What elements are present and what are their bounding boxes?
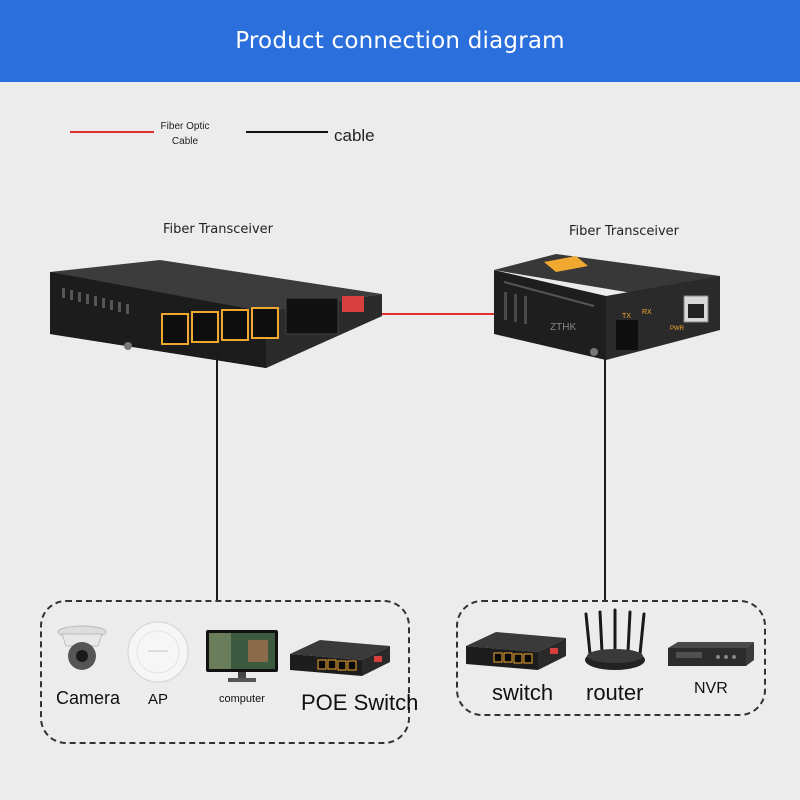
right-cable-line [604, 358, 606, 602]
camera-icon [57, 625, 107, 670]
switch-icon [466, 632, 566, 670]
brand-text: ZTHK [550, 322, 576, 333]
right-transceiver-label: Fiber Transceiver [569, 224, 680, 239]
fiber-link-line [376, 313, 498, 315]
cable-legend-label: cable [334, 126, 375, 145]
access-point-icon [127, 621, 189, 683]
computer-icon [206, 630, 278, 682]
item-label-ap: AP [148, 691, 169, 708]
right-device-group [456, 600, 766, 716]
poe-switch-icon [290, 640, 390, 676]
item-label-router: router [586, 680, 644, 705]
fiber-legend-line [70, 131, 154, 133]
fiber-legend-line1: Fiber Optic [160, 121, 210, 132]
pwr-label: PWR [670, 326, 685, 332]
left-device-group [40, 600, 410, 744]
nvr-icon [668, 642, 754, 666]
fiber-legend-line2: Cable [171, 136, 199, 147]
item-label-computer: computer [219, 693, 265, 705]
header-bar: Product connection diagram [0, 0, 800, 82]
page-title: Product connection diagram [235, 28, 565, 54]
left-transceiver-label: Fiber Transceiver [163, 222, 274, 237]
item-label-poe-switch: POE Switch [301, 690, 419, 715]
router-icon [584, 608, 646, 670]
right-transceiver: ZTHK TX RX PWR [494, 254, 720, 360]
left-cable-line [216, 352, 218, 602]
tx-label: TX [622, 313, 631, 320]
rx-label: RX [642, 309, 652, 316]
item-label-camera: Camera [56, 688, 121, 708]
fiber-legend-label: Fiber Optic Cable [152, 119, 218, 149]
item-label-switch: switch [492, 680, 554, 705]
cable-legend-line [246, 131, 328, 133]
left-transceiver [50, 260, 382, 368]
item-label-nvr: NVR [694, 680, 728, 697]
